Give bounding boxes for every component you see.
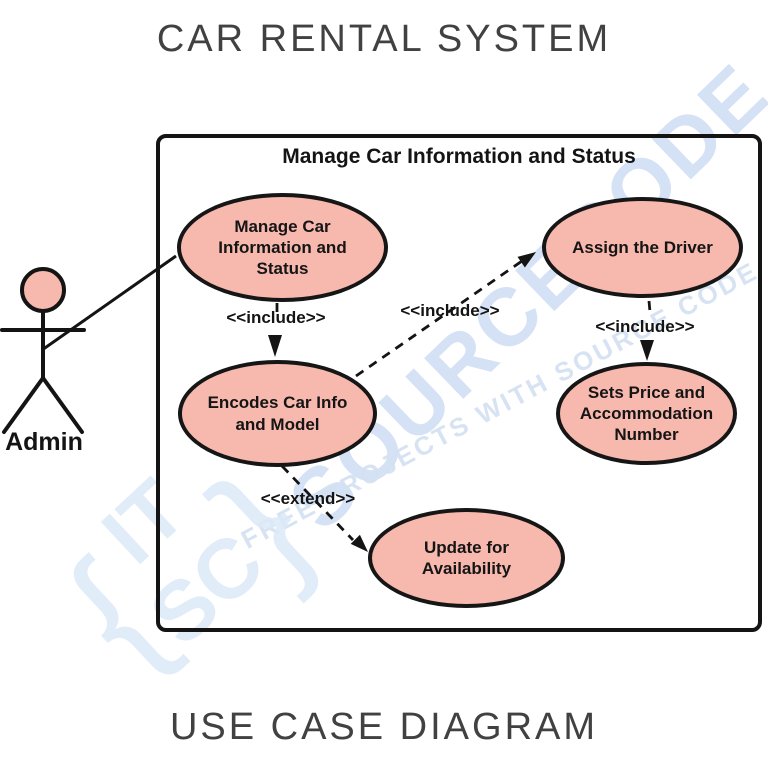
use-case-assign-driver: Assign the Driver [542,197,743,298]
extend-label: <<extend>> [260,489,356,508]
use-case-manage-car-info: Manage Car Information and Status [177,193,388,302]
include-label-1: <<include>> [226,308,326,327]
use-case-sets-price: Sets Price and Accommodation Number [556,362,737,465]
use-case-label: Encodes Car Info and Model [207,393,348,434]
page-title: CAR RENTAL SYSTEM [156,18,612,60]
actor-left-leg [2,376,45,434]
use-case-label: Assign the Driver [572,237,713,257]
actor-figure-icon [0,267,86,434]
use-case-encodes-car-info: Encodes Car Info and Model [178,360,377,467]
system-boundary-title: Manage Car Information and Status [282,145,636,168]
include-label-3: <<include>> [595,317,695,336]
diagram-type-title: USE CASE DIAGRAM [169,706,599,748]
include-label-2: <<include>> [400,301,500,320]
use-case-label: Update for Availability [421,537,512,578]
use-case-label: Manage Car Information and Status [218,216,347,279]
system-boundary: Manage Car Information and Status [156,134,762,632]
use-case-label: Sets Price and Accommodation Number [579,382,714,445]
actor-label: Admin [5,428,83,456]
actor-head [20,267,66,313]
use-case-update-availability: Update for Availability [368,508,565,608]
actor-right-leg [41,376,84,434]
